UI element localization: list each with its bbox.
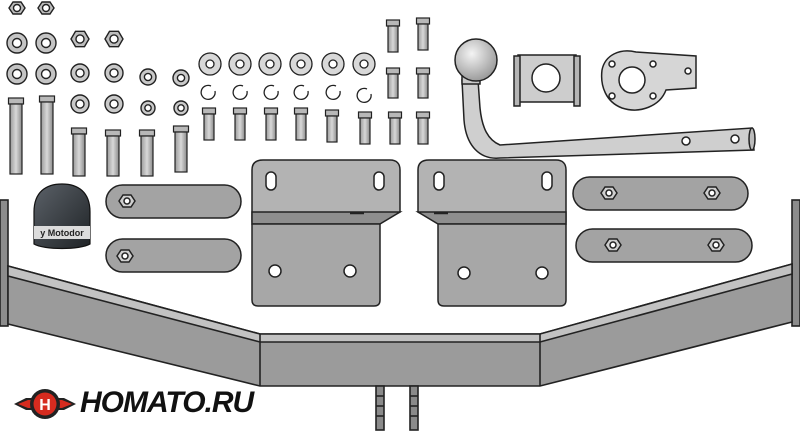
washer-hole: [235, 59, 245, 69]
bolt-shank: [417, 117, 429, 145]
long-bolts: [7, 95, 190, 177]
brand-logo[interactable]: H HOMATO.RU: [12, 384, 254, 426]
bolt-head: [385, 19, 401, 27]
bolt-shank: [359, 117, 371, 145]
bolt-head: [293, 107, 309, 115]
strap-left-bottom: [105, 238, 242, 273]
ball-cover-label: y Motodor: [40, 228, 84, 238]
bolt-head: [415, 17, 431, 25]
spring-washer: [263, 84, 279, 100]
washer-hole: [143, 72, 153, 82]
washer-hole: [109, 68, 119, 78]
bolt-shank: [387, 73, 399, 99]
bolt-head: [387, 111, 403, 119]
bolt-shank: [265, 113, 277, 141]
mounting-bracket-right: [415, 159, 567, 307]
bolt-head: [104, 129, 122, 137]
washer-hole: [109, 99, 119, 109]
washer-hole: [11, 68, 23, 80]
nut-hole: [75, 34, 85, 44]
bolt-head: [70, 127, 88, 135]
bolt-head: [138, 129, 156, 137]
washer-hole: [359, 59, 369, 69]
socket-mount-plate: [600, 50, 697, 111]
nut-row-1: [8, 1, 55, 15]
bolt-shank: [174, 131, 188, 173]
washer-hole: [40, 68, 52, 80]
bolt-shank: [417, 73, 429, 99]
bolt-shank: [140, 135, 154, 177]
short-bolts-top: [385, 17, 431, 99]
spring-washer: [200, 84, 216, 100]
mounting-bracket-left: [251, 159, 403, 307]
bolt-shank: [9, 103, 23, 175]
washer-hole: [205, 59, 215, 69]
washer-hole: [328, 59, 338, 69]
tow-ball-neck: [461, 71, 756, 159]
brand-name: HOMATO.RU: [80, 386, 254, 419]
bolt-shank: [203, 113, 215, 141]
bolt-head: [201, 107, 217, 115]
bolt-shank: [417, 23, 429, 51]
bolt-head: [232, 107, 248, 115]
bolt-head: [415, 67, 431, 75]
spring-washer: [293, 84, 309, 100]
spring-washer-rows: [70, 63, 190, 116]
washer-hole: [11, 37, 23, 49]
spring-washer: [356, 87, 372, 103]
bolt-shank: [40, 101, 54, 175]
flat-washers-centre: [198, 52, 376, 76]
washer-hole: [75, 99, 85, 109]
towbar-crossbar: [0, 199, 800, 431]
washer-hole: [144, 104, 152, 112]
washer-hole: [296, 59, 306, 69]
tow-ball-icon: [454, 38, 498, 82]
spring-washer: [325, 84, 341, 100]
washer-hole: [176, 73, 186, 83]
strap-right-top: [572, 176, 749, 211]
washer-rows: [6, 32, 57, 85]
bolt-shank: [72, 133, 86, 177]
bolt-shank: [295, 113, 307, 141]
bolt-shank: [326, 115, 338, 143]
bolt-head: [38, 95, 56, 103]
washer-hole: [177, 104, 185, 112]
socket-bracket: [513, 54, 581, 107]
strap-left-top: [105, 184, 242, 219]
washer-hole: [40, 37, 52, 49]
washer-hole: [75, 68, 85, 78]
bolt-shank: [387, 25, 399, 53]
short-bolts-centre: [201, 107, 431, 145]
bolt-head: [172, 125, 190, 133]
washer-hole: [265, 59, 275, 69]
bolt-head: [385, 67, 401, 75]
brand-badge-letter: H: [39, 397, 51, 414]
brand-badge-icon: H: [14, 389, 76, 419]
bolt-shank: [106, 135, 120, 177]
bolt-head: [324, 109, 340, 117]
ball-cover: y Motodor: [33, 183, 91, 250]
spring-washer: [232, 84, 248, 100]
strap-right-bottom: [575, 228, 753, 263]
bolt-head: [7, 97, 25, 105]
bolt-head: [357, 111, 373, 119]
hex-nut-rows: [70, 30, 124, 48]
bolt-head: [415, 111, 431, 119]
nut-hole: [109, 34, 119, 44]
bolt-shank: [234, 113, 246, 141]
bolt-shank: [389, 117, 401, 145]
spring-washers-centre: [200, 84, 372, 103]
bolt-head: [263, 107, 279, 115]
